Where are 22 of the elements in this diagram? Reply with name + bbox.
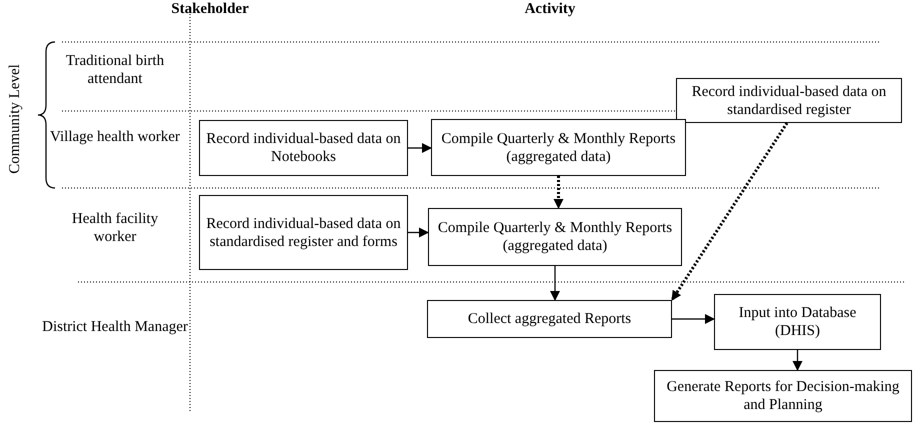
process-box: Input into Database (DHIS) <box>714 294 881 350</box>
arrow <box>408 143 432 153</box>
arrow <box>670 122 788 301</box>
arrow <box>672 314 715 324</box>
process-box: Compile Quarterly & Monthly Reports (aggregated data) <box>428 208 682 266</box>
row-label: Traditional birth attendant <box>64 52 166 88</box>
arrow <box>408 228 429 238</box>
process-box: Generate Reports for Decision-making and Planning <box>654 370 912 422</box>
row-label: District Health Manager <box>41 318 189 336</box>
column-header: Stakeholder <box>170 0 250 18</box>
process-box: Record individual-based data on standardised register <box>676 78 902 123</box>
process-box: Record individual-based data on Notebooks <box>199 120 408 176</box>
row-label: Village health worker <box>50 128 180 146</box>
arrow <box>550 266 560 301</box>
process-box: Record individual-based data on standardised register and forms <box>199 195 408 270</box>
row-label: Health facility worker <box>70 210 160 246</box>
arrow <box>792 350 802 371</box>
arrow <box>554 176 564 209</box>
process-box: Collect aggregated Reports <box>427 300 672 338</box>
group-label: Community Level <box>6 63 24 176</box>
process-box: Compile Quarterly & Monthly Reports (aggregated data) <box>431 119 686 176</box>
column-header: Activity <box>524 0 576 18</box>
